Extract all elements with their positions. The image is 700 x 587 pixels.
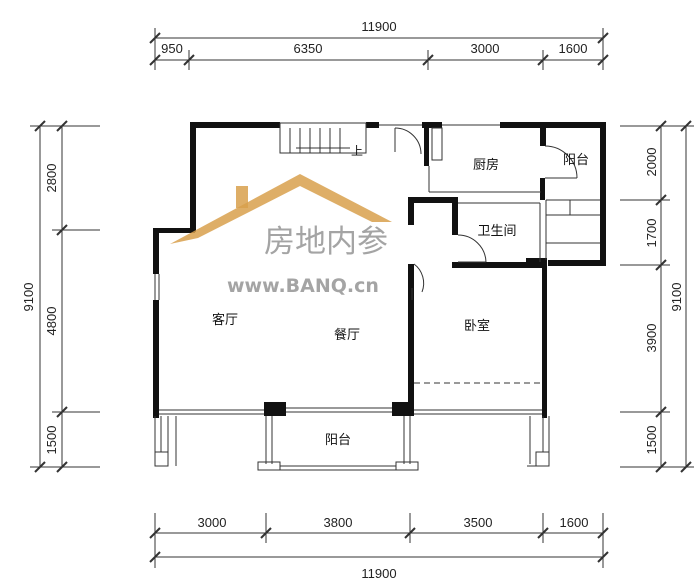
room-label-kitchen: 厨房 <box>473 157 499 173</box>
right-total-dimension: 9100 <box>669 283 684 312</box>
top-dimension-2: 6350 <box>294 41 323 56</box>
left-dimensions <box>30 120 100 473</box>
watermark: 房地内参 www.BANQ.cn <box>170 174 392 297</box>
bottom-dimensions <box>149 513 609 568</box>
watermark-brand: 房地内参 <box>264 224 388 260</box>
left-total-dimension: 9100 <box>21 283 36 312</box>
top-dimension-3: 3000 <box>471 41 500 56</box>
right-dimension-2: 1700 <box>644 219 659 248</box>
watermark-url: www.BANQ.cn <box>227 275 379 297</box>
left-dimension-1: 2800 <box>44 164 59 193</box>
left-dimension-2: 4800 <box>44 307 59 336</box>
bottom-dimension-3: 3500 <box>464 515 493 530</box>
room-label-bathroom: 卫生间 <box>477 224 516 239</box>
room-label-dining-room: 餐厅 <box>334 327 360 343</box>
top-dimension-1: 950 <box>161 41 183 56</box>
left-dimension-3: 1500 <box>44 426 59 455</box>
room-label-balcony-lower: 阳台 <box>325 433 351 448</box>
chimney-icon <box>236 186 248 208</box>
right-dimension-3: 3900 <box>644 324 659 353</box>
walls <box>153 122 606 418</box>
top-total-dimension: 11900 <box>361 19 396 34</box>
thin-lines <box>154 122 600 471</box>
bottom-dimension-4: 1600 <box>560 515 589 530</box>
right-dimension-1: 2000 <box>644 148 659 177</box>
roof-logo-icon <box>170 174 392 244</box>
top-dimension-4: 1600 <box>559 41 588 56</box>
bottom-dimension-2: 3800 <box>324 515 353 530</box>
room-label-bedroom: 卧室 <box>464 318 490 334</box>
stairs-up-label: 上 <box>351 144 363 158</box>
top-dimensions <box>149 28 609 70</box>
right-dimensions <box>620 120 694 473</box>
right-dimension-4: 1500 <box>644 426 659 455</box>
bottom-total-dimension: 11900 <box>361 566 396 581</box>
room-label-living-room: 客厅 <box>212 312 238 328</box>
bottom-dimension-1: 3000 <box>198 515 227 530</box>
room-label-balcony-upper: 阳台 <box>563 153 589 168</box>
